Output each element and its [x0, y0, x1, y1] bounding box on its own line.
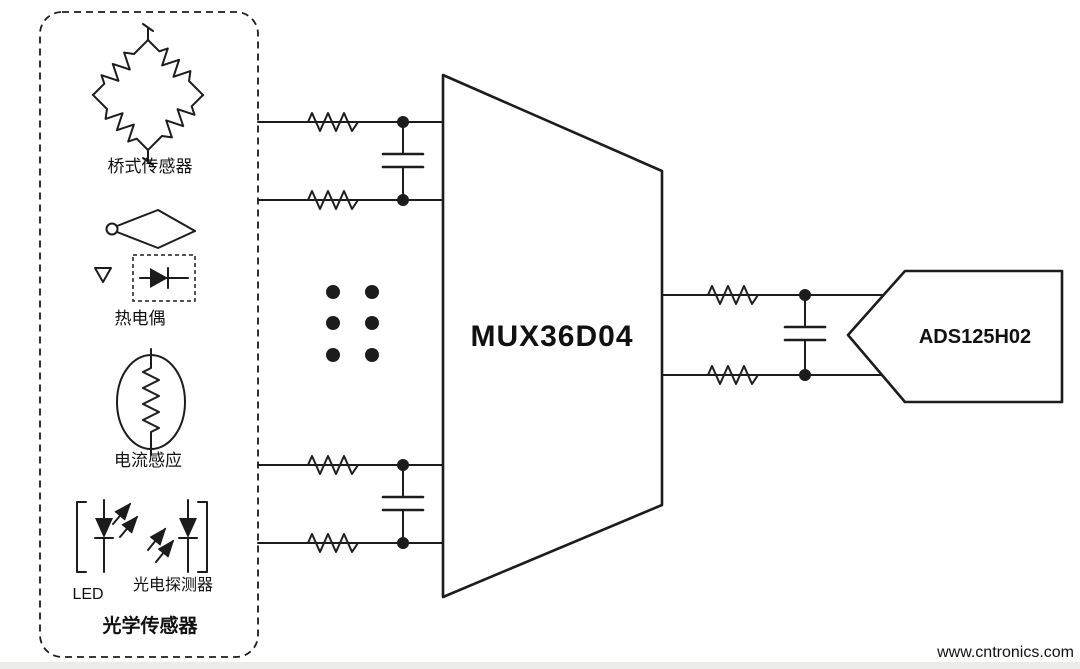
junction-dot: [397, 194, 409, 206]
junction-dot: [397, 116, 409, 128]
optical-sensor-group-label: 光学传感器: [101, 614, 198, 637]
resistor-icon: [297, 455, 369, 475]
adc-block: ADS125H02: [846, 269, 1064, 404]
wire-pair-top: [257, 112, 444, 210]
photodetector-label: 光电探测器: [133, 576, 213, 594]
sensor-group-box: [39, 11, 259, 658]
bridge-sensor-icon: [86, 23, 210, 166]
thermocouple-icon: [94, 209, 196, 302]
resistor-icon: [297, 112, 369, 132]
bottom-border-strip: [0, 662, 1080, 669]
current-sense-icon: [116, 348, 186, 456]
mux-label: MUX36D04: [470, 320, 633, 353]
mux-shape: [441, 73, 664, 599]
watermark-text: www.cntronics.com: [936, 644, 1074, 661]
capacitor-icon: [381, 464, 425, 544]
junction-dot: [799, 289, 811, 301]
capacitor-icon: [381, 121, 425, 201]
resistor-icon: [297, 533, 369, 553]
capacitor-icon: [783, 294, 827, 376]
resistor-icon: [697, 285, 769, 305]
junction-dot: [397, 459, 409, 471]
wire-pair-bottom: [257, 455, 444, 553]
adc-shape: [846, 269, 1064, 404]
resistor-icon: [297, 190, 369, 210]
junction-dot: [397, 537, 409, 549]
resistor-icon: [697, 365, 769, 385]
junction-dot: [799, 369, 811, 381]
thermocouple-label: 热电偶: [115, 309, 166, 328]
bridge-sensor-label: 桥式传感器: [108, 157, 193, 176]
adc-label: ADS125H02: [919, 326, 1031, 348]
led-label: LED: [72, 586, 103, 603]
wire-pair-adc: [661, 285, 885, 385]
mux-block: MUX36D04: [441, 73, 664, 599]
led-icon: [76, 499, 139, 573]
photodetector-icon: [147, 499, 208, 573]
current-sense-label: 电流感应: [114, 451, 182, 470]
continuation-dots: [326, 285, 379, 362]
